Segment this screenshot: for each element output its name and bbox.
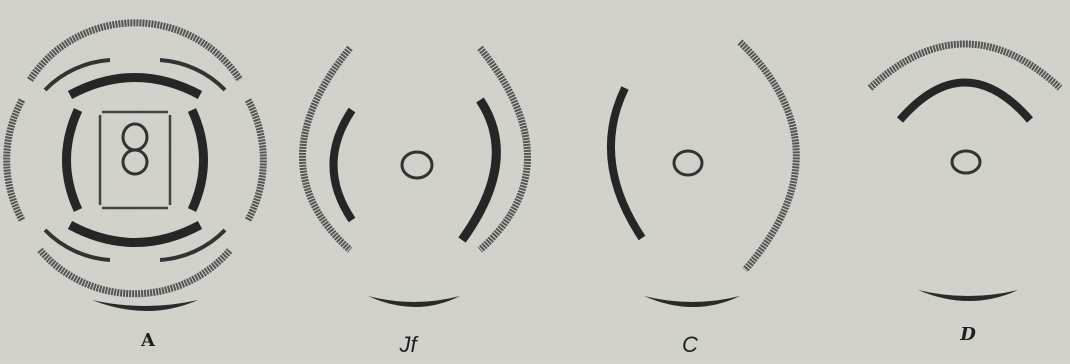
- diagram-jf-label: Jf: [378, 332, 438, 358]
- diagram-c-label: C: [660, 332, 720, 358]
- diagram-a-label: A: [118, 330, 178, 351]
- diagram-d-label: D: [938, 324, 998, 345]
